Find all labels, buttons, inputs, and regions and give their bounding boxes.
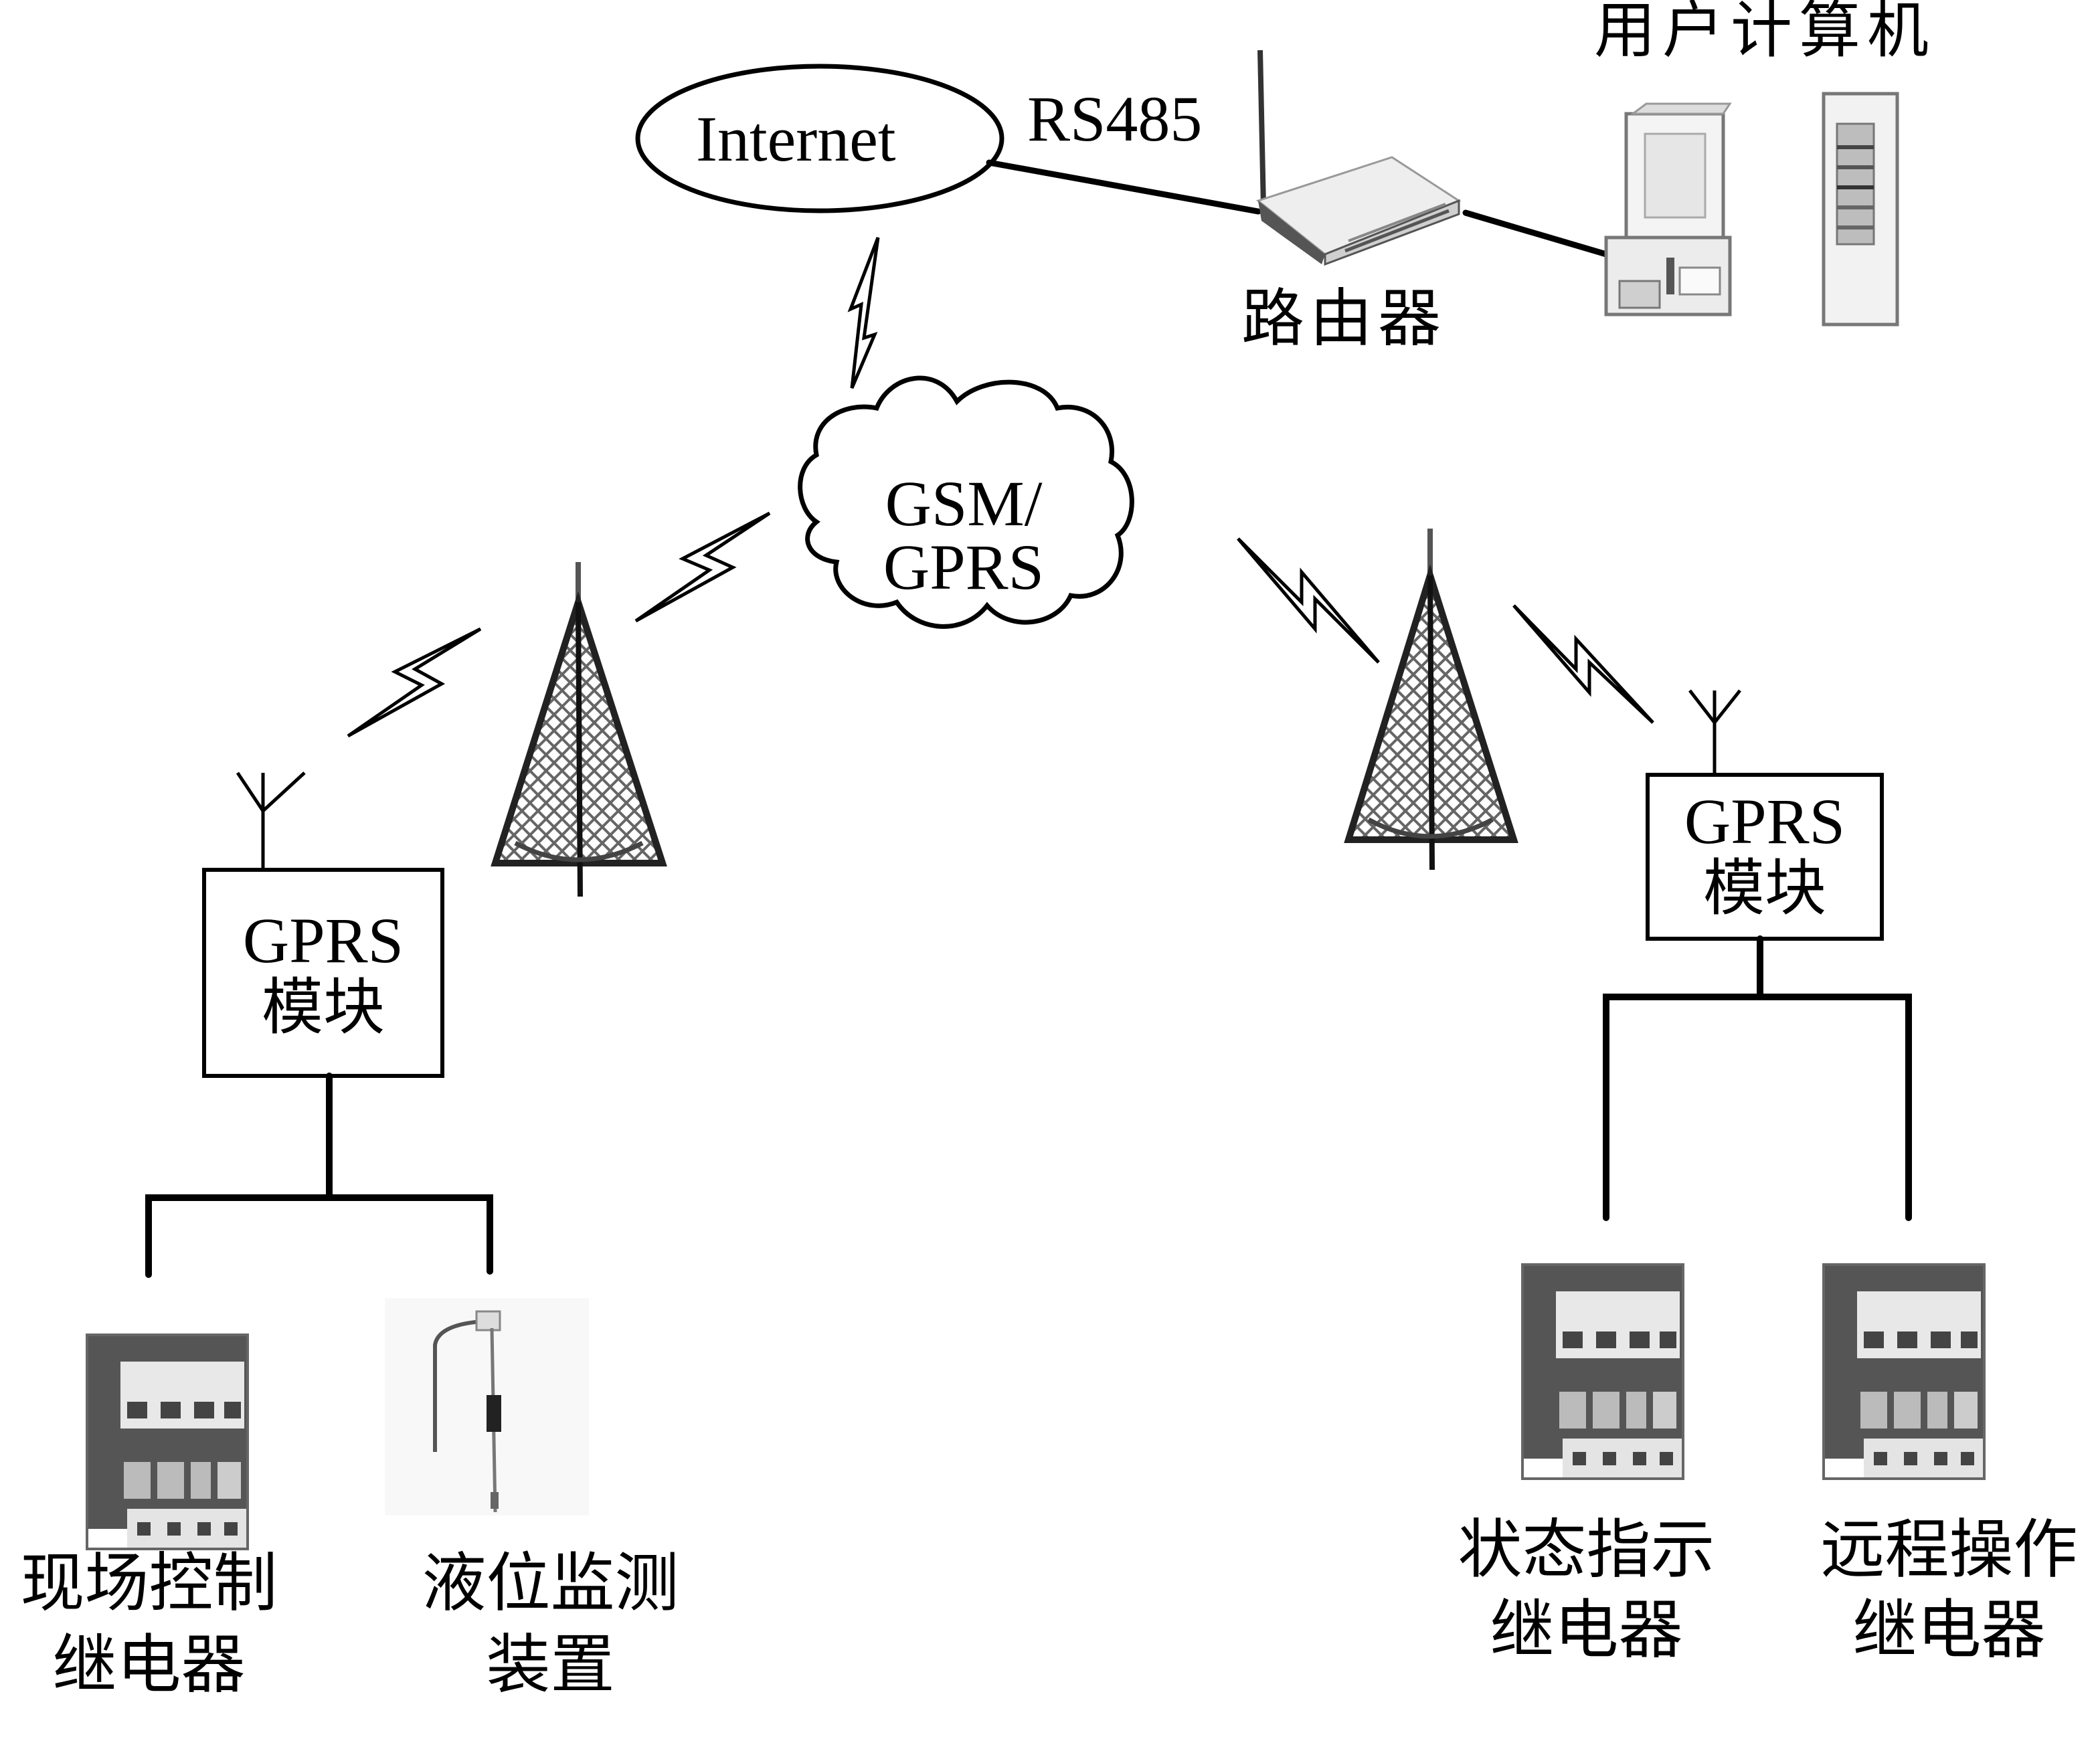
router-computer-link: [1462, 209, 1609, 258]
internet-label: Internet: [696, 103, 896, 175]
internet-node: [635, 64, 1004, 213]
wireless-signal-icon: [634, 511, 771, 623]
cell-tower-icon: [491, 562, 667, 897]
device-label-line2: 继电器: [1490, 1592, 1683, 1667]
antenna-icon: [1688, 689, 1741, 775]
router-label: 路由器: [1241, 282, 1447, 355]
cell-tower-icon: [1344, 529, 1518, 870]
right-module-label-line1: GPRS: [1684, 786, 1846, 857]
device-label-line1: 现场控制: [20, 1546, 278, 1621]
wireless-signal-icon: [847, 237, 880, 389]
router-icon: [1255, 50, 1462, 266]
left-gprs-module-box: [202, 868, 444, 1078]
computer-icon: [1604, 92, 1899, 327]
cloud-label-line1: GSM/: [885, 468, 1043, 539]
device-label-line1: 状态指示: [1458, 1512, 1715, 1587]
wireless-signal-icon: [1512, 604, 1654, 724]
gsm-gprs-cloud: [798, 375, 1134, 629]
wireless-signal-icon: [1237, 537, 1380, 664]
right-bus: [1603, 935, 1912, 1221]
left-module-label-line2: 模块: [261, 972, 385, 1043]
device-label-line2: 继电器: [52, 1627, 246, 1702]
device-label-line1: 远程操作: [1820, 1512, 2078, 1587]
relay-icon: [1521, 1263, 1684, 1480]
relay-icon: [86, 1333, 249, 1550]
level-sensor-icon: [385, 1298, 589, 1515]
device-label-line1: 液位监测: [422, 1546, 679, 1621]
device-label-line2: 继电器: [1852, 1592, 2046, 1667]
rs485-link: [986, 159, 1261, 215]
antenna-icon: [236, 771, 306, 870]
wireless-signal-icon: [347, 627, 482, 738]
right-gprs-module-box: [1646, 773, 1884, 941]
cloud-label-line2: GPRS: [883, 531, 1045, 603]
rs485-label: RS485: [1027, 83, 1203, 155]
left-bus: [145, 1073, 493, 1278]
left-module-label-line1: GPRS: [242, 905, 404, 976]
right-module-label-line2: 模块: [1702, 852, 1826, 924]
user-computer-label: 用户计算机: [1594, 0, 1936, 66]
device-label-line2: 装置: [486, 1627, 615, 1702]
relay-icon: [1822, 1263, 1986, 1480]
